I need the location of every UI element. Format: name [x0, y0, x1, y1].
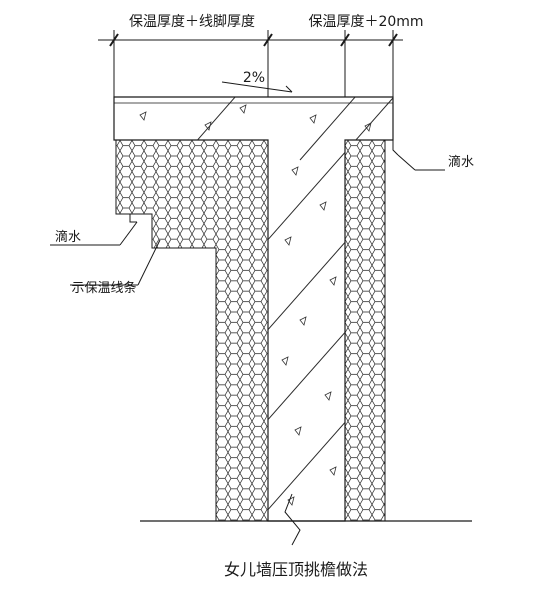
- strip-leader: [70, 239, 161, 286]
- drip-right-leader: [392, 140, 445, 171]
- caption: 女儿墙压顶挑檐做法: [224, 560, 368, 579]
- slope-label: 2%: [243, 70, 265, 86]
- dimension-label-left: 保温厚度＋线脚厚度: [129, 14, 255, 30]
- dimension-label-right: 保温厚度＋20mm: [308, 14, 423, 30]
- insulation-right: [344, 139, 386, 522]
- drip-label-right: 滴水: [448, 154, 474, 170]
- insulation-left: [115, 139, 269, 522]
- strip-label: 示保温线条: [71, 280, 136, 296]
- break-symbol: [284, 493, 301, 546]
- slope-arrow: [221, 81, 293, 93]
- drip-left-leader: [50, 213, 138, 246]
- dimension-lines: [98, 30, 403, 140]
- drip-label-left: 滴水: [55, 229, 81, 245]
